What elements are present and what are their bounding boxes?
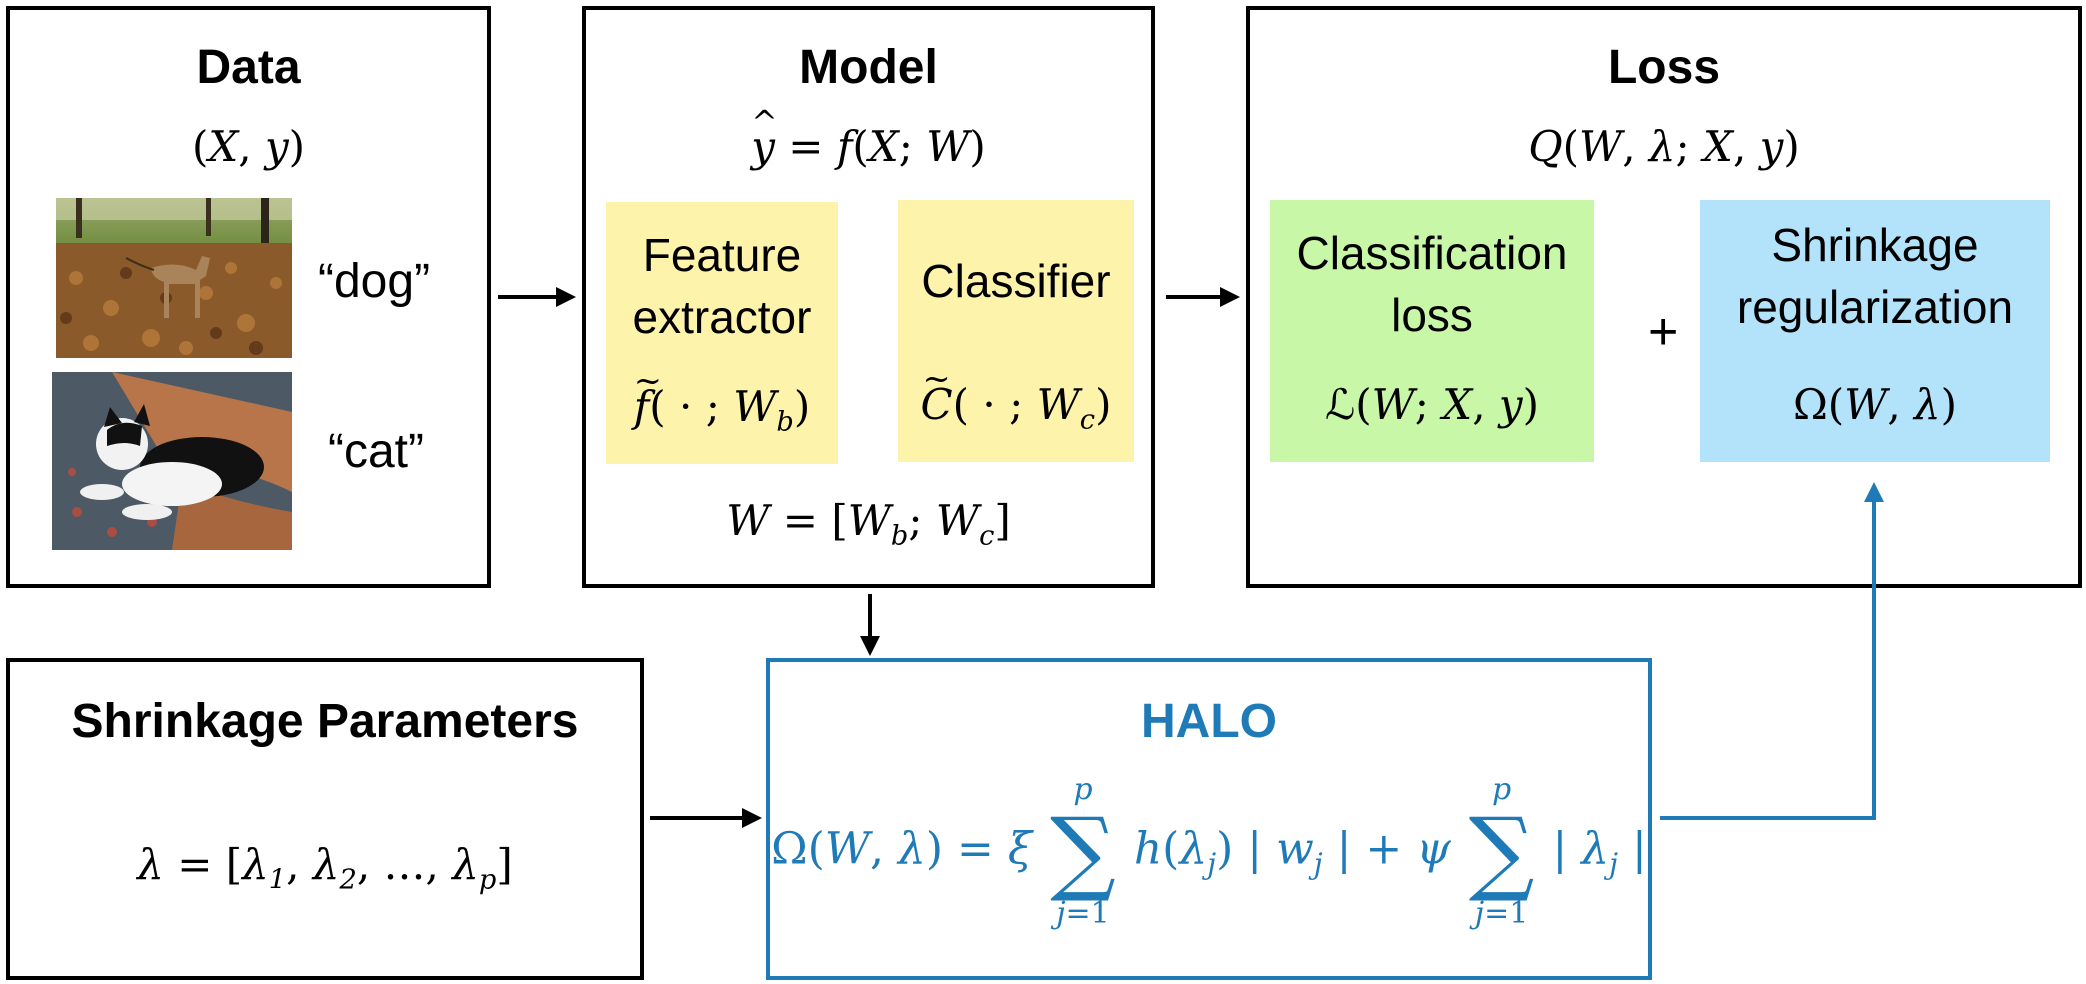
- arrow-model-to-loss: [1166, 287, 1240, 307]
- sum-symbol-2: p∑j=1: [1468, 772, 1535, 931]
- dog-label: “dog”: [318, 255, 431, 308]
- data-title: Data: [196, 41, 301, 94]
- data-equation: (X, y): [191, 122, 306, 171]
- shrinkage-regularization-equation: Ω(W, λ): [1792, 380, 1958, 429]
- shrinkage-parameters-title: Shrinkage Parameters: [71, 695, 579, 748]
- dog-photo: [56, 198, 292, 358]
- sum-symbol-1: p∑j=1: [1050, 772, 1116, 931]
- loss-equation: Q(W, λ; X, y): [1528, 122, 1800, 171]
- classifier-equation: C( · ; Wc): [898, 359, 1134, 435]
- halo-title: HALO: [1141, 695, 1277, 748]
- cat-label: “cat”: [328, 425, 424, 478]
- arrow-model-to-halo: [860, 594, 880, 656]
- plus-sign: +: [1648, 303, 1679, 361]
- halo-box: HALO Ω(W, λ) = ξ p∑j=1 h(λj) | wj | + ψ …: [766, 658, 1652, 980]
- feature-extractor-equation: f( · ; Wb): [606, 361, 838, 437]
- shrinkage-parameters-box: Shrinkage Parameters λ = [λ1, λ2, …, λp]: [6, 658, 644, 980]
- loss-title: Loss: [1607, 41, 1721, 94]
- classifier-label: Classifier: [921, 255, 1111, 307]
- model-equation: y = f(X; W): [586, 105, 1151, 171]
- arrow-params-to-halo: [650, 808, 762, 828]
- arrow-halo-to-shrinkage: [1660, 482, 1884, 820]
- model-title: Model: [799, 41, 938, 94]
- cat-photo: [52, 372, 292, 550]
- classifier-panel: Classifier C( · ; Wc): [898, 200, 1134, 462]
- arrow-data-to-model: [498, 287, 576, 307]
- halo-equation: Ω(W, λ) = ξ p∑j=1 h(λj) | wj | + ψ p∑j=1…: [771, 772, 1647, 931]
- weights-equation: W = [Wb; Wc]: [726, 496, 1011, 552]
- lambda-vector-equation: λ = [λ1, λ2, …, λp]: [137, 840, 513, 896]
- data-box: Data (X, y): [6, 6, 491, 588]
- classification-loss-equation: ℒ(W; X, y): [1324, 380, 1540, 429]
